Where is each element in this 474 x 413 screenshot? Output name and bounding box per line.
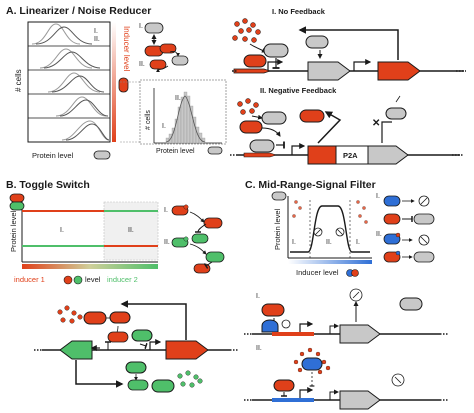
c-circuit-i: I.	[244, 288, 448, 344]
inset-cells-label: # cells	[145, 110, 152, 130]
inducer-gradient-bar	[112, 22, 116, 142]
panel-c-title: C. Mid-Range-Signal Filter	[245, 179, 376, 191]
c-inducer-axis-label: Inducer level	[296, 268, 339, 277]
negative-feedback-title: II. Negative Feedback	[260, 86, 337, 95]
cells-axis-label: # cells	[14, 69, 23, 92]
c-circuit-ii: II.	[244, 345, 448, 410]
mech-label-i: I.	[139, 23, 143, 30]
panel-a-title: A. Linearizer / Noise Reducer	[6, 5, 151, 17]
no-feedback-title: I. No Feedback	[272, 7, 326, 16]
cleave-x-icon: ✕	[372, 118, 380, 129]
c-bandpass-curve	[290, 205, 370, 253]
panel-c: C. Mid-Range-Signal Filter I. I. II. Pro…	[244, 179, 448, 410]
b-label-ii: II.	[128, 227, 134, 234]
c-label-i-left: I.	[292, 239, 296, 246]
b-mech-label-ii: II.	[164, 239, 170, 246]
b-level-label: level	[85, 275, 101, 284]
b-inducer1-label: inducer 1	[14, 275, 45, 284]
c-protein-axis-label: Protein level	[273, 208, 282, 250]
red-inducer-icon	[118, 77, 129, 93]
c-label-ii: II.	[326, 239, 332, 246]
b-inducer-gradient	[22, 264, 158, 269]
c-label-i-right: I.	[356, 239, 360, 246]
c-mech-label-ii: II.	[376, 231, 382, 238]
stack-label-i: I.	[94, 28, 98, 35]
b-mech-label-i: I.	[164, 207, 168, 214]
b-protein-axis-label: Protein level	[9, 210, 18, 252]
gray-protein-icon	[93, 150, 111, 160]
mechanism-small: I. II.	[139, 22, 189, 73]
panel-b-title: B. Toggle Switch	[6, 179, 90, 191]
no-feedback-circuit: I. No Feedback	[232, 7, 466, 81]
protein-axis-label: Protein level	[32, 151, 74, 160]
inset-histogram: II. I. # cells Protein level	[120, 79, 227, 155]
panel-a: A. Linearizer / Noise Reducer I. II.	[6, 5, 466, 165]
c-bottom-label-ii: II.	[256, 345, 262, 352]
c-inducer-gradient	[288, 260, 372, 264]
c-bottom-label-i: I.	[256, 293, 260, 300]
c-mech-label-i: I.	[376, 193, 380, 200]
b-inducer2-label: inducer 2	[107, 275, 138, 284]
histogram-stack: I. II. # cells Protein level	[14, 21, 111, 160]
panel-b: B. Toggle Switch I. II. Protein level in…	[6, 179, 238, 393]
p2a-label: P2A	[343, 151, 358, 160]
b-label-i: I.	[60, 227, 64, 234]
inset-protein-label: Protein level	[156, 148, 195, 155]
mech-label-ii: II.	[139, 61, 145, 68]
inducer-axis-label: Inducer level	[122, 26, 131, 72]
inset-label-i: I.	[162, 123, 166, 130]
inset-label-ii: II.	[175, 95, 181, 102]
negative-feedback-circuit: II. Negative Feedback P2A ✕	[230, 86, 464, 165]
stack-label-ii: II.	[94, 36, 100, 43]
toggle-circuit	[34, 300, 238, 393]
